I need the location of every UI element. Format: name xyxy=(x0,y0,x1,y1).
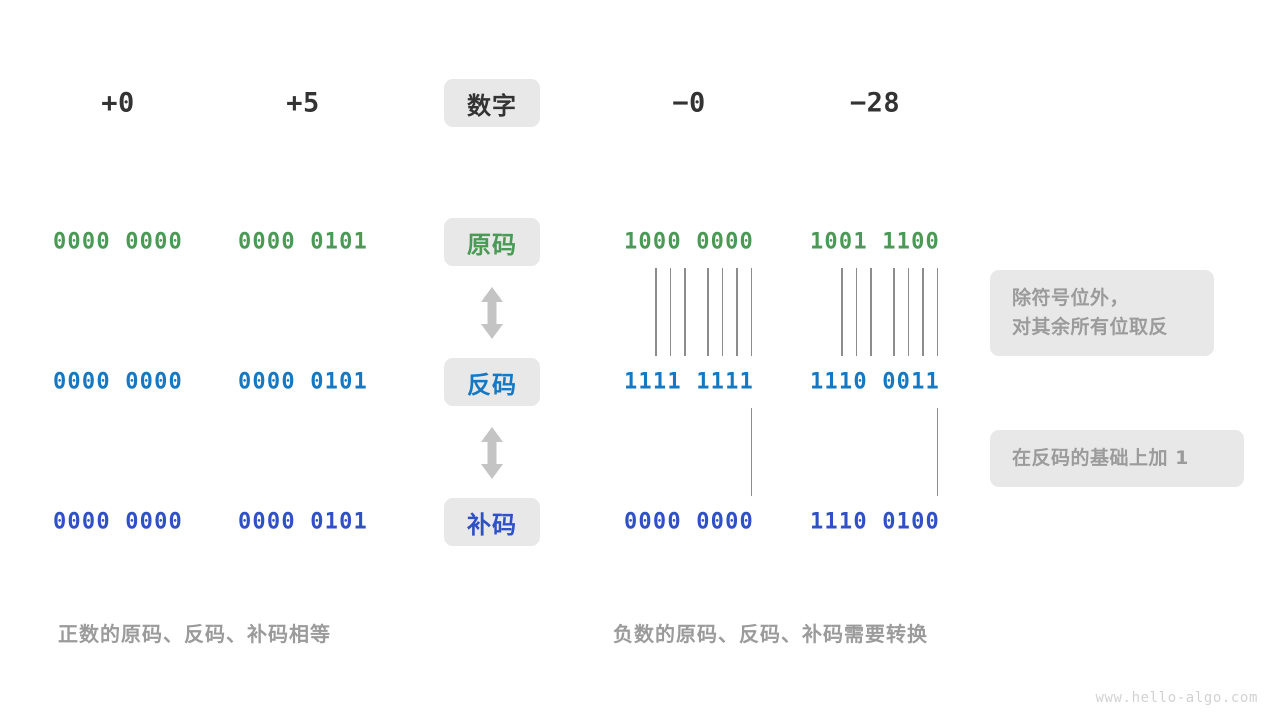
ones-complement-minus-twentyeight: 1110 0011 xyxy=(809,369,941,395)
ones-complement-plus-zero: 0000 0000 xyxy=(52,369,184,395)
bitflip-connector xyxy=(684,268,686,356)
row-label-chip-ones-complement: 反码 xyxy=(444,358,540,406)
note-invert-bits: 除符号位外， 对其余所有位取反 xyxy=(990,270,1214,356)
twos-complement-plus-five: 0000 0101 xyxy=(237,509,369,535)
twos-complement-minus-twentyeight: 1110 0100 xyxy=(809,509,941,535)
header-number-plus-zero: +0 xyxy=(101,87,135,119)
bitflip-connector xyxy=(870,268,872,356)
caption-positive-numbers: 正数的原码、反码、补码相等 xyxy=(58,622,331,646)
bitflip-connector xyxy=(655,268,657,356)
header-number-minus-zero: −0 xyxy=(672,87,706,119)
bitflip-connector xyxy=(893,268,895,356)
header-number-plus-five: +5 xyxy=(286,87,320,119)
bitflip-connector xyxy=(750,268,753,356)
row-label-chip-twos-complement: 补码 xyxy=(444,498,540,546)
note-invert-bits-line-2: 对其余所有位取反 xyxy=(1012,315,1169,338)
bitflip-connector xyxy=(907,268,910,356)
bitflip-connector xyxy=(721,268,724,356)
arrow-up-down-icon-ones-to-twos xyxy=(477,425,507,481)
arrow-up-down-icon-original-to-ones xyxy=(477,285,507,341)
bitflip-connector xyxy=(669,268,672,356)
note-add-one: 在反码的基础上加 1 xyxy=(990,430,1244,487)
plusone-connector xyxy=(750,408,753,496)
row-label-chip-original-code: 原码 xyxy=(444,218,540,266)
caption-negative-numbers: 负数的原码、反码、补码需要转换 xyxy=(613,622,928,646)
twos-complement-plus-zero: 0000 0000 xyxy=(52,509,184,535)
note-invert-bits-line-1: 除符号位外， xyxy=(1012,287,1130,309)
original-code-plus-zero: 0000 0000 xyxy=(52,229,184,255)
bitflip-connector xyxy=(841,268,843,356)
bitflip-connector xyxy=(736,268,738,356)
original-code-minus-twentyeight: 1001 1100 xyxy=(809,229,941,255)
ones-complement-plus-five: 0000 0101 xyxy=(237,369,369,395)
bitflip-connector xyxy=(707,268,709,356)
row-label-chip-number: 数字 xyxy=(444,79,540,127)
header-number-minus-twentyeight: −28 xyxy=(849,87,901,119)
original-code-plus-five: 0000 0101 xyxy=(237,229,369,255)
plusone-connector xyxy=(936,408,939,496)
bitflip-connector xyxy=(922,268,924,356)
watermark-url: www.hello-algo.com xyxy=(1095,690,1258,706)
original-code-minus-zero: 1000 0000 xyxy=(623,229,755,255)
note-add-one-line-1: 在反码的基础上加 1 xyxy=(1012,447,1189,469)
twos-complement-minus-zero: 0000 0000 xyxy=(623,509,755,535)
bitflip-connector xyxy=(855,268,858,356)
bitflip-connector xyxy=(936,268,939,356)
ones-complement-minus-zero: 1111 1111 xyxy=(623,369,755,395)
